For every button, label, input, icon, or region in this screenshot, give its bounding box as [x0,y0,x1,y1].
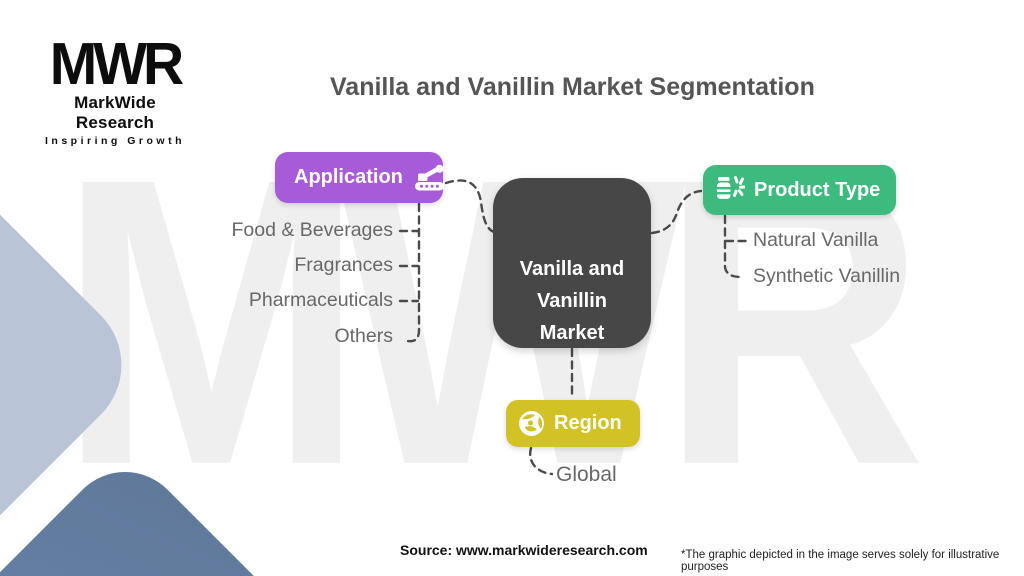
application-label: Application [294,166,403,188]
logo-acronym: MWR [49,30,184,98]
leaf-natural-vanilla: Natural Vanilla [753,229,879,251]
branch-application: Application [275,152,446,203]
connector-product-type-stem [723,214,742,279]
logo-company-name: MarkWide Research [74,93,156,132]
leaf-others: Others [334,325,393,347]
connector-center-to-product-type [650,189,703,235]
leaf-global: Global [556,463,617,486]
factory-machine-icon [413,164,446,192]
disclaimer-text: *The graphic depicted in the image serve… [681,549,1000,573]
jar-sparkle-icon [715,175,745,206]
globe-icon [518,410,545,437]
center-node-line1: Vanilla and [519,258,625,280]
source-text: Source: www.markwideresearch.com [400,542,648,558]
center-node-vanilla-market: Vanilla and Vanillin Market [493,178,651,348]
branch-product-type: Product Type [703,165,896,215]
leaf-synthetic-vanillin: Synthetic Vanillin [753,265,901,287]
product-type-label: Product Type [754,178,881,201]
connector-application-to-center [444,179,496,234]
leaf-food-beverages: Food & Beverages [231,219,393,241]
leaf-fragrances: Fragrances [294,254,393,276]
connector-region-to-global [529,446,554,476]
logo-tagline: Inspiring Growth [45,135,185,147]
page-title: Vanilla and Vanillin Market Segmentation [330,73,815,101]
center-node-line2: Vanillin [536,290,608,312]
markwide-logo: MWR MarkWide Research Inspiring Growth [35,30,195,147]
center-node-line3: Market [539,322,605,344]
region-label: Region [554,412,622,434]
leaf-pharmaceuticals: Pharmaceuticals [248,289,393,311]
branch-region: Region [506,400,640,447]
connector-application-stem [401,202,421,343]
